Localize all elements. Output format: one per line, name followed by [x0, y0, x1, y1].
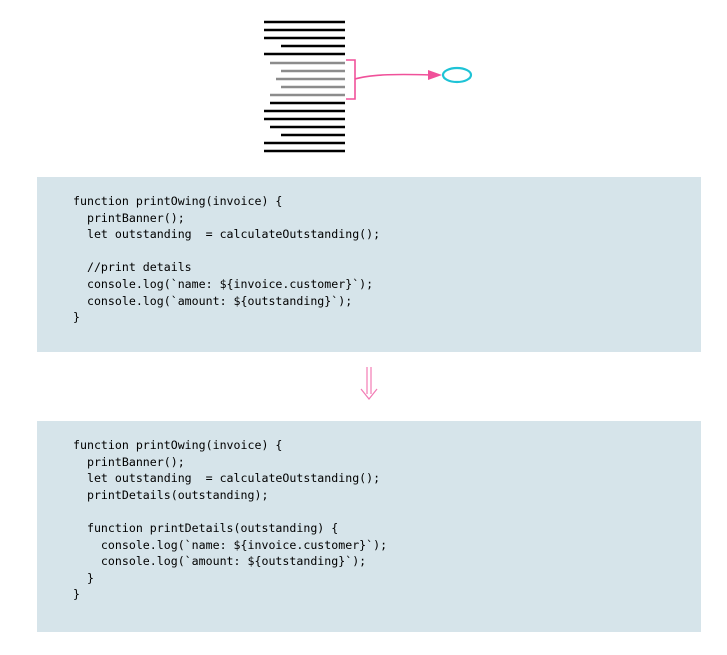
extract-function-diagram	[264, 20, 473, 153]
code-after-panel: function printOwing(invoice) { printBann…	[37, 421, 701, 632]
selection-bracket	[346, 59, 356, 100]
code-line: //print details	[73, 260, 192, 275]
code-line: printBanner();	[73, 210, 185, 225]
code-line: console.log(`name: ${invoice.customer}`)…	[73, 276, 374, 291]
code-line	[73, 243, 701, 260]
code-line: }	[73, 570, 94, 585]
code-line	[73, 503, 701, 520]
extract-arrowhead-icon	[428, 70, 442, 80]
extract-arrow	[354, 73, 433, 80]
code-line: function printOwing(invoice) {	[73, 438, 283, 452]
extracted-function-oval	[441, 66, 473, 84]
code-line: function printOwing(invoice) {	[73, 194, 283, 208]
code-line: console.log(`name: ${invoice.customer}`)…	[73, 537, 388, 552]
code-line: }	[73, 310, 80, 325]
code-line: printDetails(outstanding);	[73, 487, 269, 502]
code-line: printBanner();	[73, 454, 185, 469]
code-line: function printDetails(outstanding) {	[73, 520, 339, 535]
double-down-arrow-icon	[360, 367, 378, 400]
original-function-lines	[264, 20, 345, 153]
code-line: let outstanding = calculateOutstanding()…	[73, 471, 381, 486]
code-line: console.log(`amount: ${outstanding}`);	[73, 554, 367, 569]
code-line: console.log(`amount: ${outstanding}`);	[73, 293, 353, 308]
code-line: }	[73, 587, 80, 602]
code-line: let outstanding = calculateOutstanding()…	[73, 227, 381, 242]
code-before-panel: function printOwing(invoice) { printBann…	[37, 177, 701, 352]
